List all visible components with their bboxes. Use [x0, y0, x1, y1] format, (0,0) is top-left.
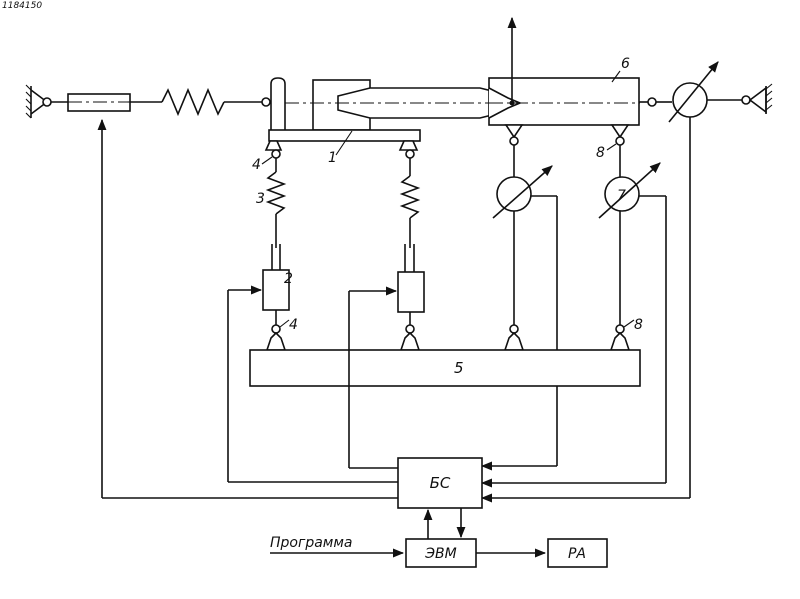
label-part-2: 2 — [284, 271, 293, 287]
label-part-4-top: 4 — [252, 157, 261, 173]
housing-6 — [489, 18, 640, 125]
label-part-8-top: 8 — [596, 145, 605, 161]
control-lines — [102, 120, 398, 498]
label-part-8-bottom: 8 — [634, 317, 643, 333]
label-part-7: 7 — [617, 188, 626, 204]
base-plate-5 — [250, 350, 640, 386]
label-part-6: 6 — [621, 56, 630, 72]
main-rod — [51, 90, 270, 114]
left-actuator-chain — [263, 141, 289, 350]
middle-actuator-chain — [398, 141, 424, 350]
spring-3-middle — [402, 176, 418, 218]
strut-gauge-middle — [482, 125, 557, 466]
block-evm-label: ЭВМ — [424, 546, 456, 562]
label-part-4-bottom: 4 — [289, 317, 298, 333]
left-wall-support — [26, 85, 51, 118]
label-part-5: 5 — [454, 359, 464, 377]
block-bs-label: БС — [430, 474, 451, 492]
corner-code: 1184150 — [2, 1, 42, 11]
program-label: Программа — [270, 535, 353, 551]
carriage-plate — [269, 130, 420, 141]
main-spring — [162, 90, 224, 114]
actuator-2-middle — [398, 272, 424, 312]
label-part-3: 3 — [256, 191, 265, 207]
label-part-1: 1 — [328, 150, 337, 166]
control-blocks: БС ЭВМ РА Программа — [270, 458, 607, 567]
block-ra-label: РА — [568, 546, 586, 562]
load-cell-middle — [497, 177, 531, 211]
spring-3-left — [268, 172, 284, 214]
